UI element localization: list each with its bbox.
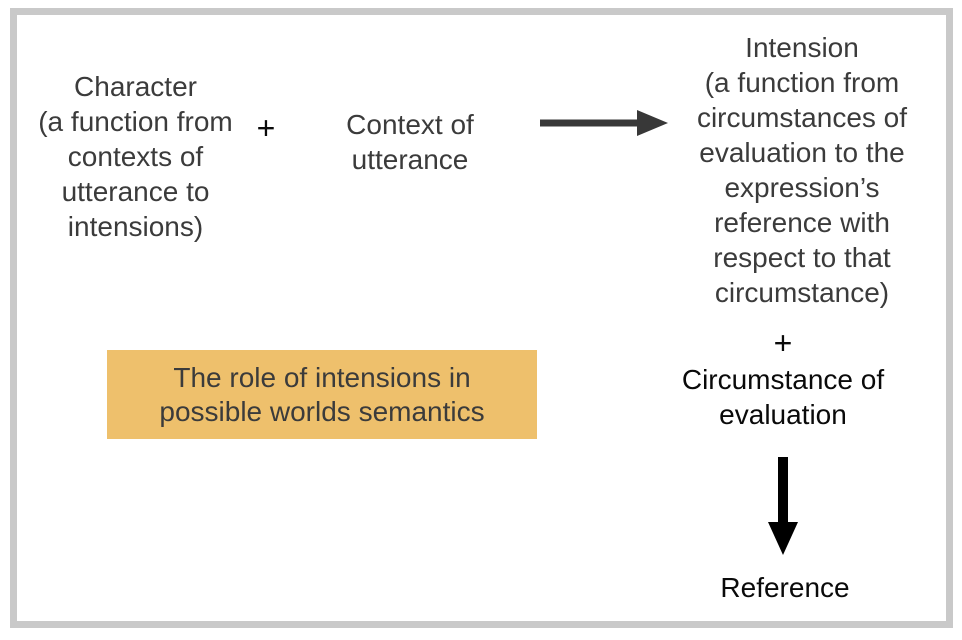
diagram-frame	[10, 8, 953, 628]
down-arrow-icon	[768, 457, 798, 555]
character-node: Character (a function from contexts of u…	[38, 71, 233, 242]
highlight-box: The role of intensions in possible world…	[107, 350, 537, 439]
intension-node: Intension (a function from circumstances…	[696, 32, 908, 308]
circumstance-of-evaluation-node: Circumstance of evaluation	[681, 364, 885, 430]
plus-operator-top: +	[256, 110, 276, 146]
diagram-title: The role of intensions in possible world…	[159, 361, 485, 427]
plus-operator-right: +	[773, 325, 793, 361]
reference-node: Reference	[720, 572, 850, 603]
context-of-utterance-node: Context of utterance	[346, 109, 474, 175]
right-arrow-icon	[540, 110, 668, 136]
